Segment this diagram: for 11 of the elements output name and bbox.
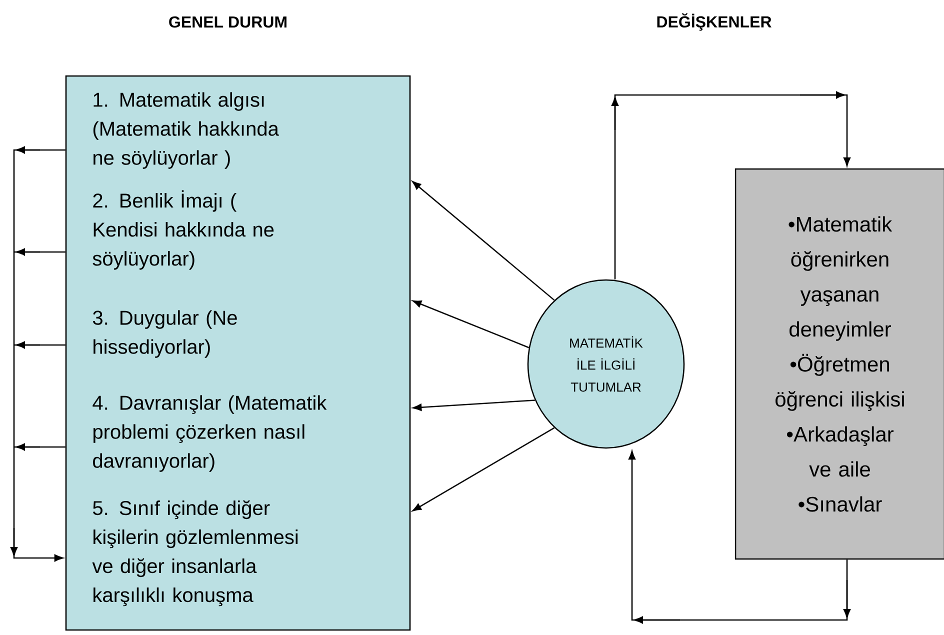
arrow: [412, 400, 535, 411]
variables-box: •Matematik öğrenirken yaşanan deneyimler •Öğretmen öğrenci ilişkisi •Arkadaşlar ve aile •Sınavlar: [734, 168, 944, 560]
loop-arrow: [611, 91, 851, 280]
arrow: [412, 300, 530, 348]
heading: GENEL DURUM: [169, 16, 286, 28]
topic-box: 1. Matematik algısı (Matematik hakkında ne söylüyorlar ) 2. Benlik İmajı ( Kendisi hakkında ne söylüyorlar) 3. Duygular (Ne hissediyorlar) 4. Davranışlar (Matematik problemi çözerken nasıl davranıyorlar) 5. Sınıf içinde diğer kişilerin gözlemlenmesi ve diğer insanlarla karşılıklı konuşma: [65, 75, 411, 631]
heading: DEĞİŞKENLER: [657, 13, 772, 31]
arrow: [412, 427, 555, 512]
arrow: [412, 181, 555, 301]
loop-arrow: [10, 146, 66, 562]
loop-arrow: [628, 450, 851, 624]
